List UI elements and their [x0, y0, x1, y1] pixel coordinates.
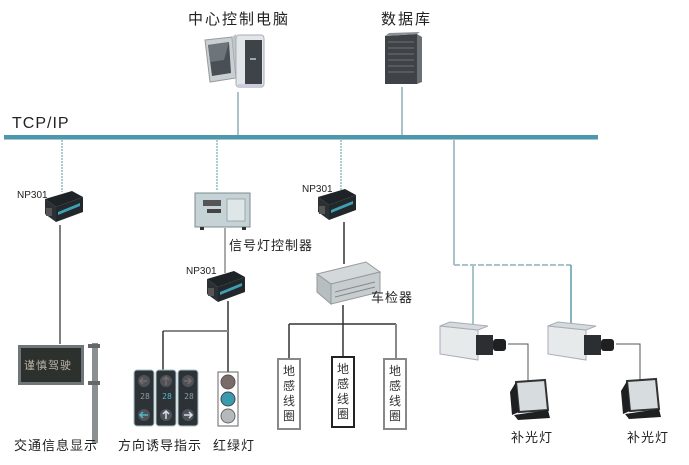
tcp-ip-bus — [4, 135, 598, 139]
induction-loop-2: 地 感 线 圈 — [331, 356, 355, 428]
countdown-left: 28 — [140, 392, 150, 401]
induction-loop-3: 地 感 线 圈 — [383, 358, 407, 430]
vehicle-detector-label: 车检器 — [371, 291, 414, 306]
np301-label-3: NP301 — [302, 184, 333, 195]
signal-controller-label: 信号灯控制器 — [229, 239, 314, 254]
countdown-displays: 28 28 28 — [135, 392, 199, 401]
np301-device-1[interactable] — [45, 191, 83, 222]
camera-icon-1 — [439, 321, 506, 361]
np301-label-2: NP301 — [186, 266, 217, 277]
vms-sign-text: 谨慎驾驶 — [24, 359, 72, 372]
direction-signal-straight — [155, 369, 177, 427]
desktop-computer-icon — [204, 34, 265, 88]
countdown-straight: 28 — [162, 392, 172, 401]
direction-signal-left — [133, 369, 155, 427]
countdown-right: 28 — [184, 392, 194, 401]
fill-light-icon-1 — [510, 378, 550, 420]
computer-label: 中心控制电脑 — [188, 10, 291, 28]
induction-loop-1: 地 感 线 圈 — [277, 358, 301, 430]
np301-device-3[interactable] — [318, 189, 356, 220]
vehicle-detector-box-icon — [315, 261, 382, 306]
server-tower-icon — [385, 32, 422, 84]
lane-direction-signal-icon — [133, 369, 199, 427]
direction-signal-right — [177, 369, 199, 427]
variable-message-sign-icon — [18, 343, 100, 443]
tcp-ip-label: TCP/IP — [12, 115, 70, 132]
fill-light-icon-2 — [621, 377, 661, 419]
traffic-light-icon — [217, 371, 239, 427]
fill-light-label-1: 补光灯 — [511, 431, 554, 446]
traffic-light-label: 红绿灯 — [213, 439, 256, 454]
vms-label: 交通信息显示 — [14, 439, 99, 454]
np301-device-2[interactable] — [207, 271, 245, 302]
camera-icon-2 — [547, 321, 614, 361]
database-label: 数据库 — [381, 10, 433, 28]
fill-light-label-2: 补光灯 — [627, 431, 670, 446]
direction-guide-label: 方向诱导指示 — [118, 439, 203, 454]
np301-label-1: NP301 — [17, 190, 48, 201]
signal-controller-box-icon — [194, 192, 251, 230]
